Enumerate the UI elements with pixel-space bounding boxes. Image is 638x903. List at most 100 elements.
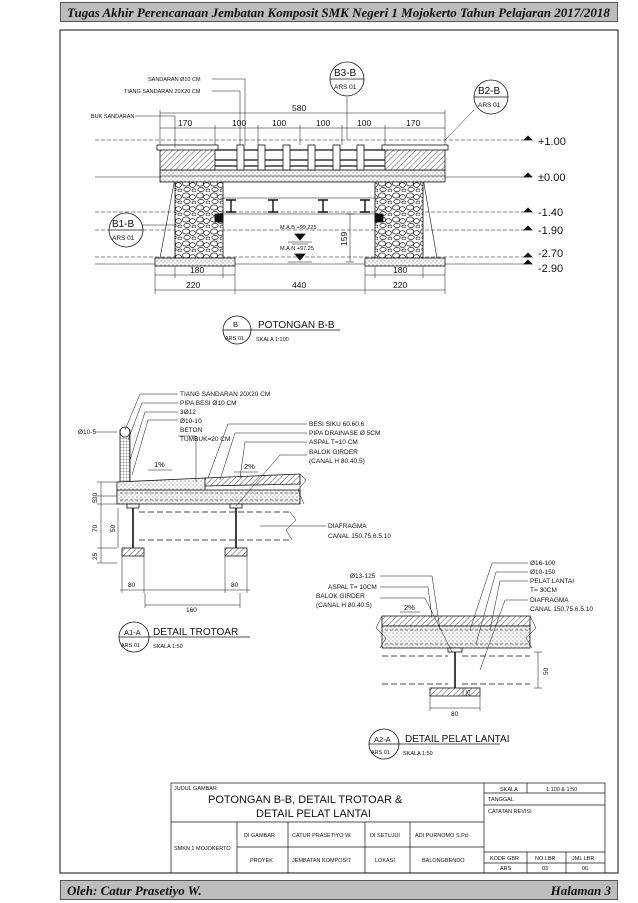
callout-b2b-code: B2-B — [478, 86, 501, 97]
title-bb-scale: SKALA 1:100 — [256, 337, 289, 343]
title-bb-name: POTONGAN B-B — [258, 320, 335, 331]
label-diafragma: DIAFRAGMA — [328, 523, 367, 530]
tb-nolbr-label: NO.LBR — [535, 856, 556, 862]
dim-v30: 30 — [92, 492, 99, 500]
dim-mid4: 100 — [357, 118, 371, 128]
tb-catatan-label: CATATAN REVISI — [488, 809, 532, 815]
dim-w80-b: 80 — [231, 582, 239, 589]
footer-page: Halaman 3 — [550, 883, 611, 898]
footer-author: Oleh: Catur Prasetiyo W. — [67, 883, 202, 898]
dim-w160: 160 — [186, 607, 197, 614]
label-d13: Ø13-125 — [350, 573, 376, 580]
section-bb — [95, 61, 533, 345]
dim-inner-left: 180 — [190, 265, 204, 275]
detail-pelat-text: Ø13-125 ASPAL T= 10CM BALOK GIRDER (CANA… — [316, 560, 593, 757]
title-a1a-name: DETAIL TROTOAR — [153, 627, 238, 638]
tb-skala-label: SKALA — [500, 787, 518, 793]
tb-lokasi-value: BALONGBENDO — [422, 858, 465, 864]
tb-skala-value: 1:100 & 1:50 — [546, 787, 577, 793]
label-tiang: TIANG SANDARAN 20X20 CM — [180, 391, 270, 398]
title-bb-ref: ARS 01 — [225, 336, 244, 342]
label-pipa: PIPA BESI Ø10 CM — [180, 400, 237, 407]
dim-mid3: 100 — [316, 118, 330, 128]
label-d10-10: Ø10-10 — [180, 418, 202, 425]
label-balok: BALOK GIRDER — [309, 449, 358, 456]
tb-disetujui-value: ADI PURNOMO S.Pd — [415, 833, 468, 839]
elevation-6: -2.90 — [538, 263, 563, 275]
label-d10-5: Ø10-5 — [78, 429, 96, 436]
elevation-3: -1.40 — [538, 207, 563, 219]
dim-span: 440 — [292, 280, 306, 290]
detail-trotoar — [96, 393, 326, 653]
label-aspal-pelat: ASPAL T= 10CM — [328, 584, 377, 591]
dim-v50-pelat: 50 — [543, 667, 550, 675]
label-3d12: 3Ø12 — [180, 409, 196, 416]
tb-digambar-value: CATUR PRASETIYO W. — [292, 833, 352, 839]
label-t30: T= 30CM — [530, 587, 557, 594]
label-slope-pelat: 2% — [404, 603, 415, 612]
sidewalk-left — [159, 147, 216, 171]
label-diafragma-pelat: DIAFRAGMA — [530, 597, 569, 604]
label-beton: BETON — [180, 427, 203, 434]
label-sandaran: SANDARAN Ø10 CM — [148, 77, 201, 83]
label-canal: (CANAL H 80.40.5) — [309, 458, 365, 465]
label-d10-150: Ø10-150 — [530, 569, 556, 576]
footer-banner: Oleh: Catur Prasetiyo W. Halaman 3 — [60, 880, 618, 900]
label-diaf-canal: CANAL 150.75.6.5.10 — [328, 533, 391, 540]
label-slope-2: 2% — [244, 462, 255, 471]
elevation-markers — [523, 135, 533, 265]
header-banner: Tugas Akhir Perencanaan Jembatan Komposi… — [60, 2, 618, 22]
label-pipa-drainase: PIPA DRAINASE Ø 5CM — [309, 430, 380, 437]
title-a1a-scale: SKALA 1:50 — [153, 644, 183, 650]
tb-judul-line2: DETAIL PELAT LANTAI — [256, 808, 371, 820]
dim-total: 580 — [292, 103, 306, 113]
dim-v5: 5 — [92, 499, 99, 503]
callout-b3b-ref: ARS 01 — [334, 84, 357, 91]
dim-mid2: 100 — [272, 118, 286, 128]
elevation-4: -1.90 — [538, 225, 563, 237]
label-slope-1: 1% — [154, 460, 165, 469]
title-block-text: JUDUL GAMBAR POTONGAN B-B, DETAIL TROTOA… — [174, 786, 594, 872]
elevation-5: -2.70 — [538, 248, 563, 260]
header-title: Tugas Akhir Perencanaan Jembatan Komposi… — [67, 5, 610, 20]
title-a2a-name: DETAIL PELAT LANTAI — [405, 734, 509, 745]
label-canal-pelat: (CANAL H 80.40.5) — [316, 602, 372, 609]
tb-judul-label: JUDUL GAMBAR — [174, 786, 217, 792]
title-block — [170, 782, 606, 874]
dim-right: 170 — [406, 118, 420, 128]
dim-outer-right: 220 — [393, 280, 407, 290]
tb-jml-value: 06 — [582, 866, 588, 872]
label-buk-sandaran: BUK SANDARAN — [91, 114, 134, 120]
dim-v25: 25 — [92, 552, 99, 560]
callout-b1b-ref: ARS 01 — [112, 235, 135, 242]
tb-tanggal-label: TANGGAL — [488, 797, 514, 803]
tb-digambar-label: DI GAMBAR — [244, 833, 275, 839]
label-siku: BESI SIKU 60.60.6 — [309, 421, 365, 428]
title-a2a-ref: ARS 01 — [371, 750, 390, 756]
detail-pelat — [368, 562, 542, 760]
label-tumbuk: TUMBUK=20 CM — [180, 436, 230, 443]
label-d16: Ø16-100 — [530, 560, 556, 567]
tb-jml-label: JML LBR — [572, 856, 594, 862]
dim-w80-pelat: 80 — [451, 711, 459, 718]
callout-b3b-code: B3-B — [334, 68, 357, 79]
label-aspal: ASPAL T=10 CM — [309, 439, 358, 446]
detail-trotoar-text: TIANG SANDARAN 20X20 CM PIPA BESI Ø10 CM… — [78, 391, 391, 650]
callout-b1b-code: B1-B — [112, 219, 135, 230]
label-balok-pelat: BALOK GIRDER — [316, 593, 365, 600]
tb-judul-line1: POTONGAN B-B, DETAIL TROTOAR & — [208, 794, 403, 806]
sidewalk-right — [384, 147, 446, 171]
label-diaf-canal-pelat: CANAL 150.75.6.5.10 — [530, 606, 593, 613]
dim-v50: 50 — [110, 524, 117, 532]
tb-school: SMKN 1 MOJOKERTO — [174, 846, 231, 852]
elevation-2: ±0.00 — [538, 172, 565, 184]
dim-v70: 70 — [92, 524, 99, 532]
tb-disetujui-label: DI SETUJUI — [370, 833, 400, 839]
tb-proyek-label: PROYEK — [250, 858, 273, 864]
title-a1a-ref: ARS 01 — [121, 643, 140, 649]
title-a2a-scale: SKALA 1:50 — [403, 751, 433, 757]
tb-proyek-value: JEMBATAN KOMPOSIT — [292, 858, 352, 864]
label-tiang-sandaran: TIANG SANDARAN 20X20 CM — [124, 89, 201, 95]
callout-b2b-ref: ARS 01 — [478, 102, 501, 109]
